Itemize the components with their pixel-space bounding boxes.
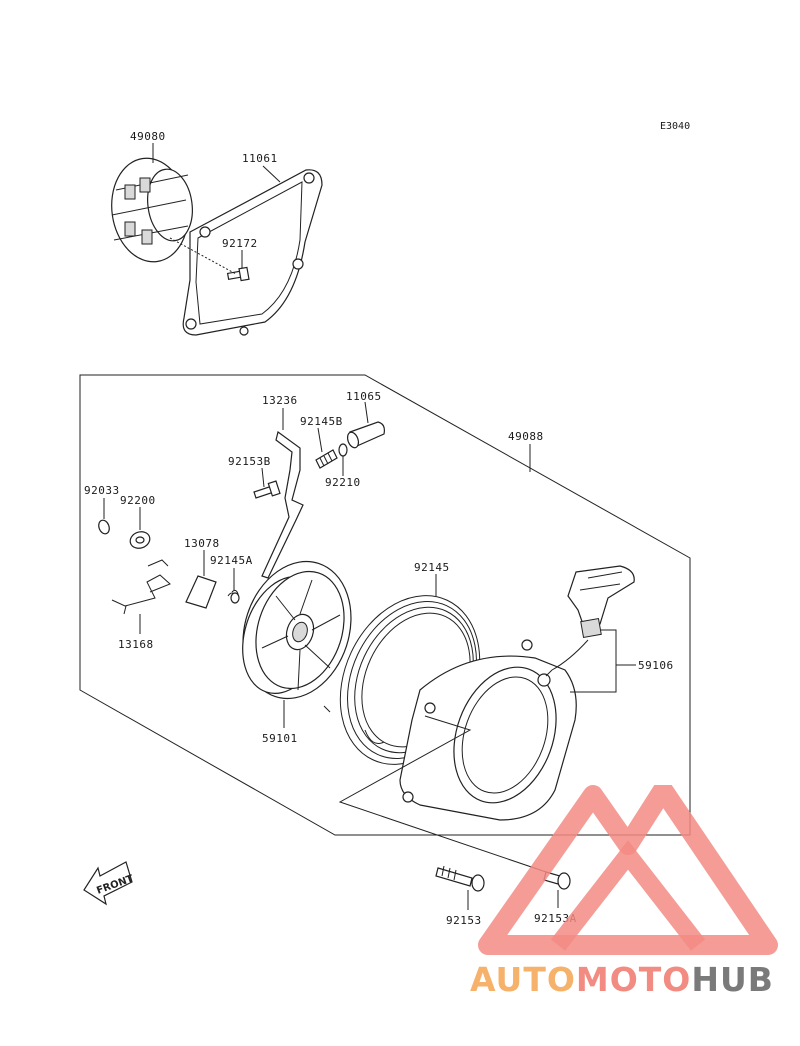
part-11061-gasket[interactable] [182,169,323,336]
axis-92172 [169,237,237,275]
part-92153-bolt[interactable] [435,865,485,892]
label-92033: 92033 [84,484,120,497]
label-92210: 92210 [325,476,361,489]
leader-housing-bolts [338,715,556,876]
label-59101: 59101 [262,732,298,745]
part-11065-cap[interactable] [346,421,385,449]
leader-59106 [570,629,636,693]
label-92145: 92145 [414,561,450,574]
part-92172-bolt[interactable] [226,266,250,282]
leader-11065 [364,401,369,424]
label-92153B: 92153B [228,455,271,468]
label-92153: 92153 [446,914,482,927]
label-49080: 49080 [130,130,166,143]
front-direction-arrow: FRONT [83,861,135,906]
label-92200: 92200 [120,494,156,507]
part-92200-washer[interactable] [128,529,152,551]
recoil-housing[interactable] [399,639,577,821]
watermark-moto: MOTO [575,960,692,999]
label-13236: 13236 [262,394,298,407]
label-13168: 13168 [118,638,154,651]
label-11065: 11065 [346,390,382,403]
watermark-logo [478,785,778,955]
label-92145A: 92145A [210,554,253,567]
part-13078-ratchet[interactable] [185,575,217,609]
leader-92145B [317,427,323,453]
part-59106-handle[interactable] [545,565,635,677]
label-11061: 11061 [242,152,278,165]
label-92172: 92172 [222,237,258,250]
leader-92153B [261,467,265,488]
diagram-code: E3040 [660,121,690,132]
part-92145B-spring[interactable] [315,449,338,469]
watermark-hub: HUB [691,960,774,999]
watermark-auto: AUTO [470,960,576,999]
part-13168-spring[interactable] [111,559,171,615]
part-13236-lever[interactable] [261,430,304,579]
label-92145B: 92145B [300,415,343,428]
watermark-text: AUTOMOTOHUB [470,960,774,999]
label-13078: 13078 [184,537,220,550]
label-59106: 59106 [638,659,674,672]
part-92145A-spring[interactable] [227,589,240,604]
part-92033-circlip[interactable] [97,519,111,536]
leader-11061 [262,165,281,183]
label-49088: 49088 [508,430,544,443]
part-92153B-bolt[interactable] [253,480,281,499]
part-92210-washer[interactable] [338,443,348,457]
part-59101-reel[interactable] [226,547,368,712]
part-49080-cover[interactable] [105,153,197,267]
